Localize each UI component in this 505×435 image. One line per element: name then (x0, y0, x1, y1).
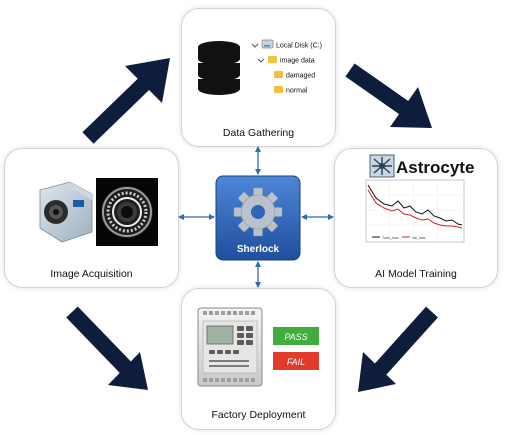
pass-label: PASS (284, 332, 307, 342)
sherlock-label: Sherlock (237, 244, 280, 255)
fail-label: FAIL (287, 357, 305, 367)
astrocyte-logo: Astrocyte (369, 154, 474, 178)
loss-chart: Train_loss Val_loss (365, 179, 465, 243)
plc-device (197, 307, 263, 387)
train-loss-line (367, 184, 463, 226)
tree-item-damaged: damaged (286, 73, 315, 80)
tree-item-normal: normal (286, 88, 308, 95)
plc-screen (206, 325, 234, 345)
legend-val: Val_loss (412, 236, 426, 240)
factory-deployment-label: Factory Deployment (211, 409, 306, 421)
legend-train: Train_loss (382, 236, 399, 240)
arrow-acquisition-to-deployment (66, 306, 148, 390)
industrial-camera-icon (39, 181, 93, 243)
data-gathering-label: Data Gathering (222, 127, 295, 139)
arrow-training-to-deployment (358, 306, 438, 392)
tree-item-image-data: image data (280, 58, 315, 65)
bearing-image (96, 178, 158, 246)
arrow-acquisition-to-gathering (82, 58, 170, 144)
chevron-down-icon (257, 58, 265, 63)
image-acquisition-label: Image Acquisition (50, 268, 133, 280)
sherlock-app-tile: Sherlock (215, 175, 301, 261)
chevron-down-icon (251, 43, 259, 48)
folder-icon (268, 56, 277, 63)
fail-badge: FAIL (273, 352, 319, 370)
folder-icon (274, 71, 283, 78)
folder-icon (274, 86, 283, 93)
astrocyte-logo-text: Astrocyte (396, 158, 474, 177)
ai-model-training-label: AI Model Training (375, 268, 457, 280)
drive-icon (261, 39, 274, 49)
tree-root-label: Local Disk (C:) (276, 43, 322, 50)
database-icon (197, 41, 241, 95)
pass-badge: PASS (273, 327, 319, 345)
val-loss-line (367, 189, 463, 229)
gear-icon (233, 187, 283, 237)
file-tree: Local Disk (C:) image data damaged norma… (251, 39, 322, 95)
arrow-gathering-to-training (345, 63, 432, 128)
